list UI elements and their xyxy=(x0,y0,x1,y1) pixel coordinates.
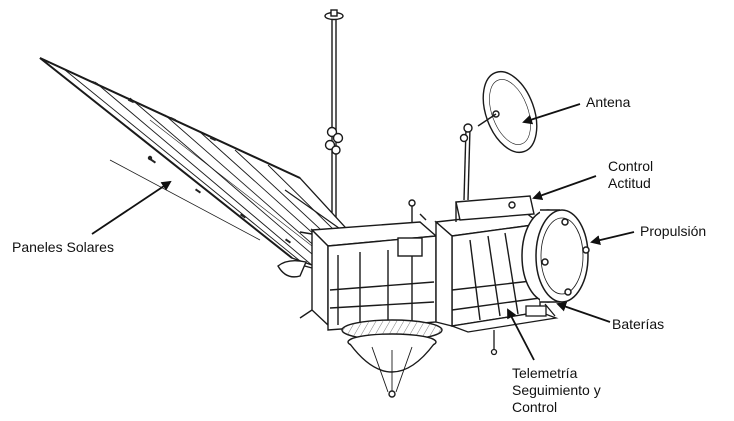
arrow-propulsion xyxy=(590,231,635,246)
label-telemetria: Telemetría Seguimiento y Control xyxy=(512,365,601,416)
label-antena: Antena xyxy=(586,94,631,110)
label-baterias: Baterías xyxy=(612,316,665,332)
dish-antenna xyxy=(459,70,538,201)
label-control-actitud-line-1: Control xyxy=(608,158,654,174)
arrow-paneles-solares xyxy=(91,180,172,235)
arrow-antena xyxy=(522,103,581,125)
label-telemetria-line-2: Seguimiento y xyxy=(512,382,601,398)
label-propulsion: Propulsión xyxy=(640,223,707,239)
label-control-actitud: Control Actitud xyxy=(608,158,653,192)
arrow-baterias xyxy=(556,301,611,323)
equipment-module xyxy=(408,195,542,327)
mast xyxy=(324,9,344,232)
engine-nozzle xyxy=(341,319,443,398)
propulsion-module xyxy=(521,209,590,303)
label-control-actitud-line-2: Actitud xyxy=(608,175,651,191)
arrow-telemetria xyxy=(507,308,535,361)
label-telemetria-line-3: Control xyxy=(512,399,558,415)
label-paneles-solares: Paneles Solares xyxy=(12,239,114,255)
leader-arrows xyxy=(91,103,635,361)
label-telemetria-line-1: Telemetría xyxy=(512,365,578,381)
arrow-control-actitud xyxy=(532,175,597,201)
